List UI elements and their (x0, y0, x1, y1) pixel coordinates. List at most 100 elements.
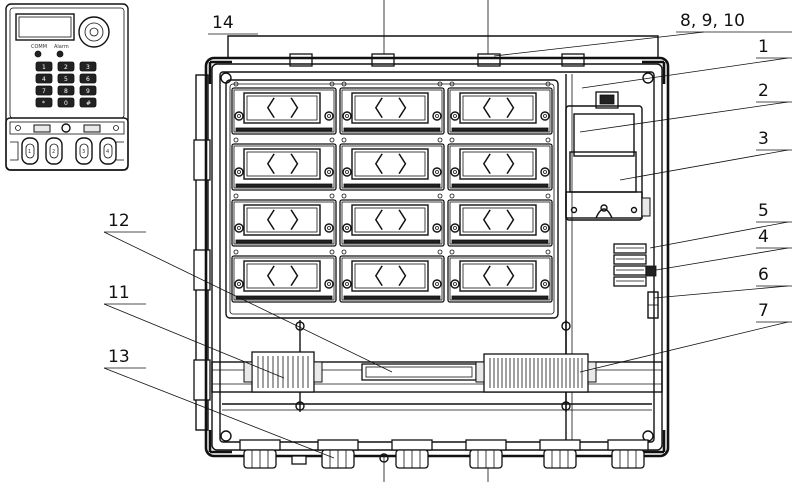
keypad-key (79, 61, 97, 72)
module-screw (432, 223, 442, 233)
module-screw (432, 167, 442, 177)
meter-module: 〈 〉 (231, 249, 337, 303)
callout-labels: 8, 9, 10 1 2 3 5 4 6 7 12 11 13 14 (108, 11, 769, 367)
cable-gland (607, 439, 649, 469)
module-window (243, 92, 321, 124)
keypad-key (57, 73, 75, 84)
leader-lines (103, 31, 792, 459)
module-screw (234, 167, 244, 177)
terminal-button (45, 137, 63, 165)
callout-4: 4 (758, 227, 769, 247)
module-screw (432, 279, 442, 289)
meter-module: 〈 〉 (447, 193, 553, 247)
module-screw (450, 111, 460, 121)
module-chevrons: 〈 〉 (362, 209, 419, 234)
keypad-key (79, 85, 97, 96)
module-window (351, 148, 429, 180)
module-screw (234, 279, 244, 289)
meter-module: 〈 〉 (339, 249, 445, 303)
module-window (459, 148, 537, 180)
callout-6: 6 (758, 265, 769, 285)
keypad-key (57, 85, 75, 96)
cable-gland (539, 439, 581, 469)
keypad-key (35, 85, 53, 96)
meter-lcd (15, 13, 75, 41)
terminal-switch (645, 265, 657, 277)
cable-gland (465, 439, 507, 469)
meter-mounting-plate (225, 79, 559, 319)
keypad-key (79, 73, 97, 84)
meter-module: 〈 〉 (339, 193, 445, 247)
terminal-button-label: 4 (106, 149, 109, 155)
keypad-key-label: * (42, 100, 45, 107)
module-chevrons: 〈 〉 (362, 97, 419, 122)
cable-glands (239, 439, 649, 469)
keypad-key (35, 73, 53, 84)
module-screw (540, 279, 550, 289)
busbar-cover (361, 363, 477, 381)
module-window (243, 148, 321, 180)
keypad-key-label: 2 (64, 64, 68, 71)
keypad-key-label: 7 (42, 88, 46, 95)
module-screw (324, 167, 334, 177)
module-screw (234, 111, 244, 121)
cable-gland (391, 439, 433, 469)
meter-module: 〈 〉 (447, 249, 553, 303)
keypad-key (57, 61, 75, 72)
module-screw (450, 223, 460, 233)
callout-8-9-10: 8, 9, 10 (680, 11, 745, 31)
meter-module-grid: 〈 〉〈 〉〈 〉〈 〉〈 〉〈 〉〈 〉〈 〉〈 〉〈 〉〈 〉〈 〉 (231, 81, 553, 303)
meter-module: 〈 〉 (231, 193, 337, 247)
meter-module: 〈 〉 (231, 137, 337, 191)
module-screw (342, 111, 352, 121)
meter-module: 〈 〉 (339, 81, 445, 135)
keypad-key-label: 1 (42, 64, 46, 71)
keypad-key-label: 4 (42, 76, 46, 83)
module-screw (324, 223, 334, 233)
module-window (351, 260, 429, 292)
meter-module: 〈 〉 (447, 81, 553, 135)
keypad-key-label: 6 (86, 76, 90, 83)
terminal-strips (613, 243, 659, 319)
enclosure: 〈 〉〈 〉〈 〉〈 〉〈 〉〈 〉〈 〉〈 〉〈 〉〈 〉〈 〉〈 〉 (193, 0, 670, 482)
module-window (459, 92, 537, 124)
meter-terminal-buttons: 1 2 3 4 (10, 137, 124, 165)
terminal-button-label: 2 (52, 149, 55, 155)
module-window (243, 260, 321, 292)
callout-3: 3 (758, 129, 769, 149)
module-window (351, 204, 429, 236)
module-screw (342, 223, 352, 233)
module-chevrons: 〈 〉 (470, 209, 527, 234)
terminal-button-label: 3 (82, 149, 85, 155)
module-screw (342, 167, 352, 177)
comm-led-label: COMM (31, 44, 47, 50)
meter-module: 〈 〉 (447, 137, 553, 191)
module-chevrons: 〈 〉 (362, 265, 419, 290)
keypad-key-label: 3 (86, 64, 90, 71)
alarm-led (56, 50, 64, 58)
meter-module: 〈 〉 (339, 137, 445, 191)
callout-12: 12 (108, 211, 130, 231)
callout-14: 14 (212, 13, 234, 33)
module-window (459, 204, 537, 236)
module-chevrons: 〈 〉 (254, 209, 311, 234)
comm-led (34, 50, 42, 58)
callout-2: 2 (758, 81, 769, 101)
module-chevrons: 〈 〉 (254, 97, 311, 122)
module-screw (432, 111, 442, 121)
terminal-button (75, 137, 93, 165)
module-chevrons: 〈 〉 (362, 153, 419, 178)
module-screw (342, 279, 352, 289)
module-screw (324, 279, 334, 289)
callout-13: 13 (108, 347, 130, 367)
keypad-key-label: 0 (64, 100, 68, 107)
terminal-button-label: 1 (28, 149, 31, 155)
module-window (351, 92, 429, 124)
keypad-key (35, 97, 53, 108)
keypad-key (57, 97, 75, 108)
alarm-led-label: Alarm (54, 44, 69, 50)
module-chevrons: 〈 〉 (470, 265, 527, 290)
cable-gland (317, 439, 359, 469)
module-screw (450, 279, 460, 289)
